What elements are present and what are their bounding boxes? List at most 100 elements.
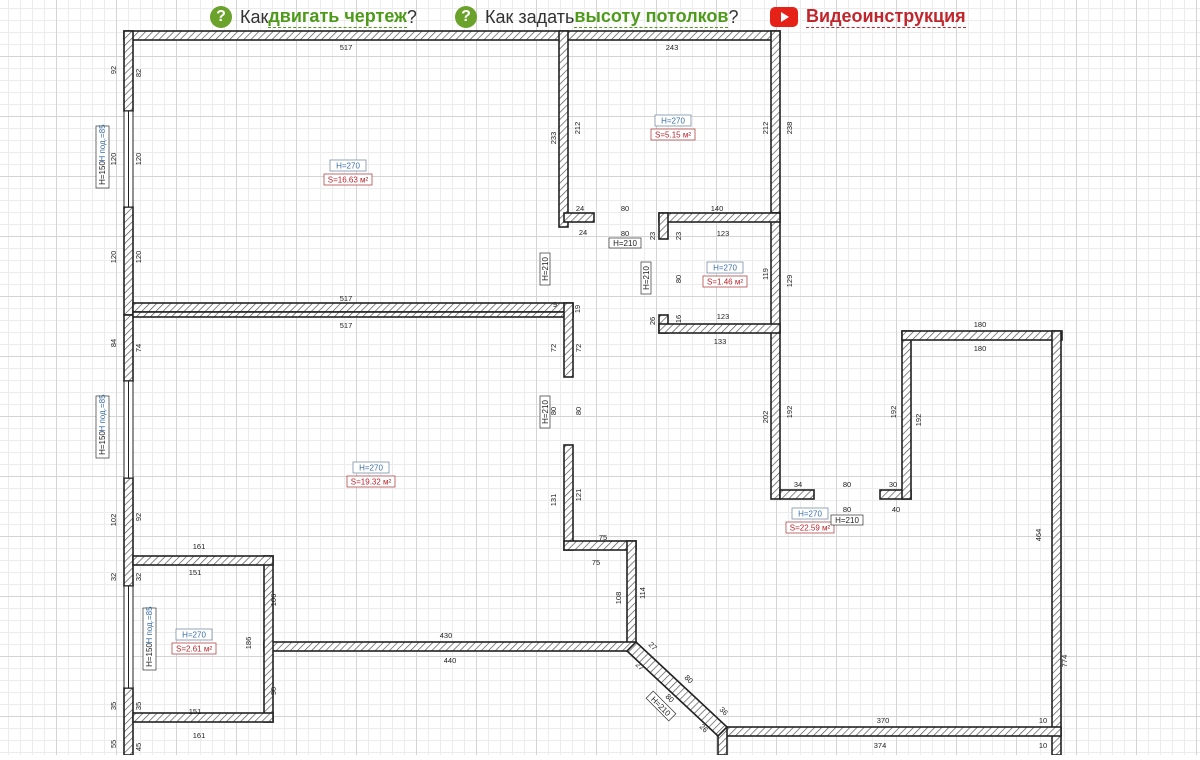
help-move-link[interactable]: ? Как двигать чертеж?: [210, 6, 417, 28]
dimension-label: 123: [717, 229, 730, 238]
svg-text:H под.=85: H под.=85: [145, 606, 154, 644]
svg-text:H=210: H=210: [541, 257, 550, 281]
dimension-label: 35: [134, 702, 143, 710]
dimension-label: 35: [109, 702, 118, 710]
dimension-label: 9: [553, 300, 557, 309]
dimension-label: 19: [573, 305, 582, 313]
room-label[interactable]: H=270 S=19.32 м²: [346, 461, 396, 488]
room-label[interactable]: H=270 S=1.46 м²: [702, 261, 748, 288]
window-label[interactable]: H=150 H под.=85: [142, 606, 157, 671]
dimension-label: 120: [109, 251, 118, 264]
dimension-label: 84: [109, 339, 118, 347]
dimension-label: 32: [134, 573, 143, 581]
dimension-label: 123: [717, 312, 730, 321]
window-labels: H=150 H под.=85 H=150 H под.=85 H=150 H …: [95, 124, 157, 671]
room-area: S=16.63 м²: [328, 176, 369, 185]
dimension-label: 180: [974, 344, 987, 353]
door-label[interactable]: H=210: [830, 514, 864, 526]
dimension-label: 517: [340, 43, 353, 52]
room-label[interactable]: H=270 S=2.61 м²: [171, 628, 217, 655]
dimension-label: 80: [574, 407, 583, 415]
dimension-label: 186: [244, 637, 253, 650]
room-area: S=19.32 м²: [351, 478, 392, 487]
dimension-label: 26: [648, 317, 657, 325]
dimension-label: 202: [761, 411, 770, 424]
window-label[interactable]: H=150 H под.=85: [95, 124, 110, 189]
dimension-label: 10: [1039, 716, 1047, 725]
dimension-label: 106: [269, 594, 278, 607]
dimension-label: 90: [269, 687, 278, 695]
dimension-label: 212: [761, 122, 770, 135]
window-markers: [123, 110, 134, 689]
dimension-label: 80: [549, 407, 558, 415]
dimension-label: 82: [134, 69, 143, 77]
svg-text:H под.=85: H под.=85: [98, 394, 107, 432]
room-label[interactable]: H=270 S=16.63 м²: [323, 159, 373, 186]
dimension-label: 108: [614, 592, 623, 605]
question-icon: ?: [455, 6, 477, 28]
dimension-label: 120: [109, 153, 118, 166]
svg-text:H=150: H=150: [145, 643, 154, 667]
svg-text:H=150: H=150: [98, 161, 107, 185]
dimension-label: 80: [674, 275, 683, 283]
dimension-label: 774: [1060, 655, 1069, 668]
door-label[interactable]: H=210: [608, 237, 642, 249]
dimension-label: 120: [134, 251, 143, 264]
walls: [123, 30, 1063, 756]
room-height: H=270: [336, 162, 360, 171]
help-toolbar: ? Как двигать чертеж? ? Как задать высот…: [0, 0, 1200, 34]
dimension-label: 102: [109, 514, 118, 527]
svg-text:H под.=85: H под.=85: [98, 124, 107, 162]
svg-text:H=150: H=150: [98, 431, 107, 455]
dimension-label: 92: [109, 66, 118, 74]
dimension-label: 192: [785, 406, 794, 419]
dimension-label: 80: [843, 480, 851, 489]
dimension-label: 72: [549, 344, 558, 352]
dimension-label: 140: [711, 204, 724, 213]
door-label[interactable]: H=210: [539, 252, 551, 286]
svg-text:H=210: H=210: [613, 239, 637, 248]
dimension-label: 92: [134, 513, 143, 521]
dimension-label: 233: [549, 132, 558, 145]
dimension-label: 464: [1034, 529, 1043, 542]
door-label[interactable]: H=210: [640, 261, 652, 295]
door-label[interactable]: H=210: [539, 395, 551, 429]
dimension-label: 440: [444, 656, 457, 665]
help-ceiling-link[interactable]: ? Как задать высоту потолков?: [455, 6, 739, 28]
dimension-label: 32: [109, 573, 118, 581]
room-height: H=270: [359, 464, 383, 473]
dimension-label: 430: [440, 631, 453, 640]
dimension-label: 517: [340, 321, 353, 330]
dimension-label: 114: [638, 587, 647, 599]
youtube-icon: [770, 7, 798, 27]
dimension-label: 72: [574, 344, 583, 352]
room-label[interactable]: H=270 S=22.59 м²: [785, 507, 835, 534]
room-height: H=270: [713, 264, 737, 273]
room-labels: H=270 S=16.63 м² H=270 S=5.15 м² H=270 S…: [171, 114, 835, 655]
dimension-label: 55: [109, 740, 118, 748]
dimension-label: 16: [674, 315, 683, 323]
dimension-label: 30: [889, 480, 897, 489]
video-instruction-link[interactable]: Видеоинструкция: [770, 6, 966, 28]
dimension-label: 75: [599, 533, 607, 542]
room-area: S=5.15 м²: [655, 131, 691, 140]
dimension-label: 80: [843, 505, 851, 514]
window-label[interactable]: H=150 H под.=85: [95, 394, 110, 459]
dimension-label: 80: [621, 204, 629, 213]
dimension-label: 23: [648, 232, 657, 240]
dimension-label: 120: [134, 153, 143, 166]
dimension-label: 192: [889, 406, 898, 419]
dimension-label: 161: [193, 731, 206, 740]
room-label[interactable]: H=270 S=5.15 м²: [650, 114, 696, 141]
dimension-label: 24: [579, 228, 587, 237]
dimension-label: 161: [193, 542, 206, 551]
dimension-label: 80: [683, 673, 695, 685]
dimension-label: 151: [189, 568, 202, 577]
dimension-label: 370: [877, 716, 890, 725]
dimension-label: 27: [647, 640, 659, 652]
room-area: S=22.59 м²: [790, 524, 831, 533]
dimension-label: 180: [974, 320, 987, 329]
dimension-label: 119: [761, 268, 770, 280]
